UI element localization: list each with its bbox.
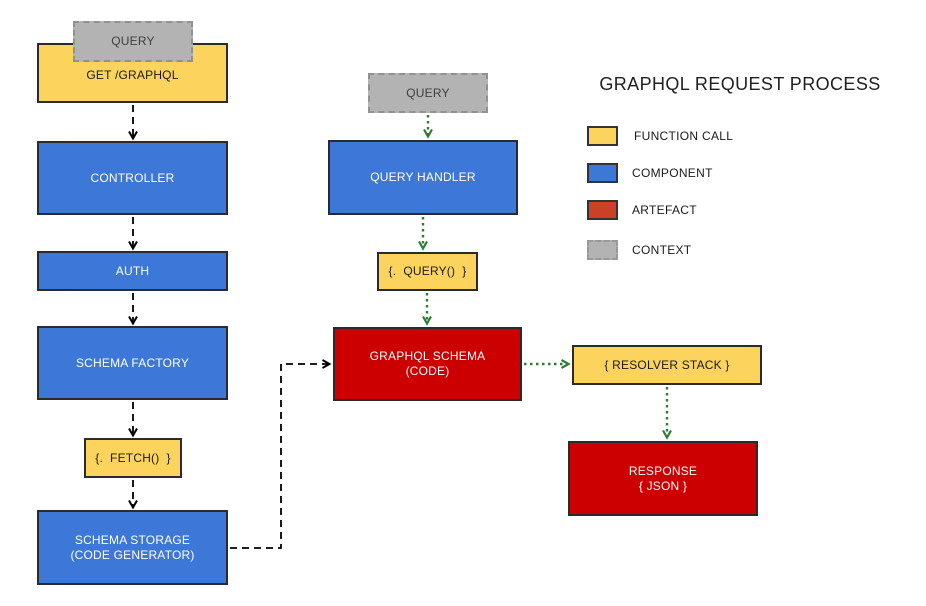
node-label: QUERY xyxy=(406,85,450,100)
node-query-handler: QUERY HANDLER xyxy=(328,140,518,215)
node-label: { RESOLVER STACK } xyxy=(604,357,730,372)
node-auth: AUTH xyxy=(37,251,228,291)
node-label: QUERY xyxy=(111,34,155,48)
node-label: CONTROLLER xyxy=(90,170,175,185)
page-title: GRAPHQL REQUEST PROCESS xyxy=(599,74,881,94)
context-swatch xyxy=(587,240,618,260)
node-schema-factory: SCHEMA FACTORY xyxy=(37,326,228,400)
node-query-context-mid: QUERY xyxy=(368,73,488,113)
node-sublabel: (CODE GENERATOR) xyxy=(70,547,195,562)
node-controller: CONTROLLER xyxy=(37,141,228,215)
node-resolver-stack: { RESOLVER STACK } xyxy=(572,345,762,385)
legend-label: COMPONENT xyxy=(632,166,713,180)
node-response: RESPONSE { JSON } xyxy=(568,441,758,516)
legend-label: ARTEFACT xyxy=(632,203,697,217)
node-query-call: {. QUERY() } xyxy=(377,252,478,291)
node-fetch-call: {. FETCH() } xyxy=(84,438,182,478)
legend-label: FUNCTION CALL xyxy=(634,129,734,143)
legend-item-artefact: ARTEFACT xyxy=(587,200,697,220)
node-schema-storage: SCHEMA STORAGE (CODE GENERATOR) xyxy=(37,510,228,585)
node-sublabel: { JSON } xyxy=(638,478,688,493)
node-query-context-left: QUERY xyxy=(73,21,193,62)
node-sublabel: (CODE) xyxy=(405,364,450,378)
component-swatch xyxy=(587,163,618,183)
legend-item-function-call: FUNCTION CALL xyxy=(587,126,733,146)
node-label: {. QUERY() } xyxy=(388,264,467,278)
node-label: SCHEMA STORAGE xyxy=(74,532,191,547)
node-graphql-schema: GRAPHQL SCHEMA (CODE) xyxy=(333,327,522,401)
legend-item-component: COMPONENT xyxy=(587,163,713,183)
node-label: AUTH xyxy=(115,263,150,278)
node-label: SCHEMA FACTORY xyxy=(75,355,190,370)
node-label: {. FETCH() } xyxy=(95,450,171,465)
node-label: QUERY HANDLER xyxy=(370,170,476,184)
legend-label: CONTEXT xyxy=(632,243,692,257)
function-call-swatch xyxy=(587,126,618,146)
node-label: GET /GRAPHQL xyxy=(86,68,179,82)
node-label: RESPONSE xyxy=(628,463,698,478)
node-label: GRAPHQL SCHEMA xyxy=(369,349,486,363)
artefact-swatch xyxy=(587,200,618,220)
connector-schemastorage-graphqlschema xyxy=(230,359,332,549)
legend-item-context: CONTEXT xyxy=(587,240,691,260)
